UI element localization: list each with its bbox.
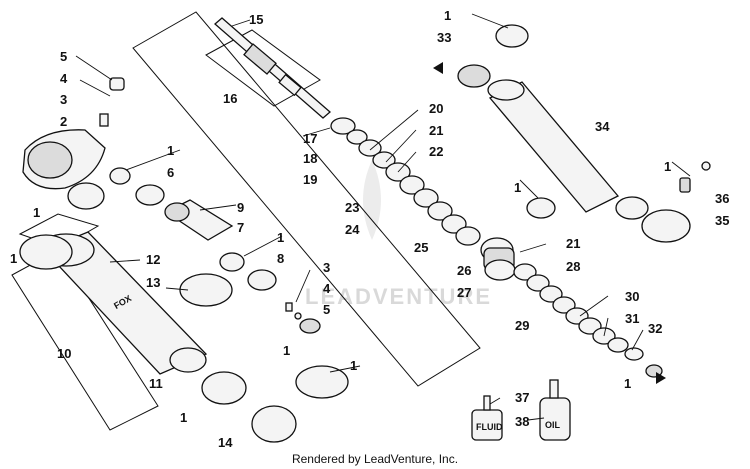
callout-21-upper: 21 [429, 123, 443, 138]
bottom-parts-11-14 [169, 347, 349, 443]
callout-1-right: 1 [664, 159, 671, 174]
callout-2: 2 [60, 114, 67, 129]
callout-36: 36 [715, 191, 729, 206]
callout-15: 15 [249, 12, 263, 27]
callout-1-far-left: 1 [10, 251, 17, 266]
callout-1-lower-b: 1 [350, 358, 357, 373]
callout-4-lower: 4 [323, 281, 331, 296]
callout-19: 19 [303, 172, 317, 187]
callout-28: 28 [566, 259, 580, 274]
callout-4-upper: 4 [60, 71, 68, 86]
callout-11: 11 [149, 376, 163, 391]
eyelet-parts-2-6 [22, 77, 165, 210]
callout-12: 12 [146, 252, 160, 267]
fluid-bottle-part-37: FLUID [471, 395, 503, 441]
callout-35: 35 [715, 213, 729, 228]
callout-1-lower-c: 1 [180, 410, 187, 425]
callout-3-lower: 3 [323, 260, 330, 275]
callout-6: 6 [167, 165, 174, 180]
callout-21-lower: 21 [566, 236, 580, 251]
footer-credit: Rendered by LeadVenture, Inc. [291, 452, 459, 466]
callout-3-upper: 3 [60, 92, 67, 107]
callout-1-bottom-right: 1 [624, 376, 631, 391]
shaft-assembly-part-15 [214, 17, 331, 119]
callout-16: 16 [223, 91, 237, 106]
piston-parts-26-27 [480, 197, 556, 281]
callout-14: 14 [218, 435, 233, 450]
shim-stack-parts-28-32 [513, 263, 663, 378]
callout-23: 23 [345, 200, 359, 215]
callout-18: 18 [303, 151, 317, 166]
callout-38: 38 [515, 414, 529, 429]
callout-22: 22 [429, 144, 443, 159]
fluid-bottle-label: FLUID [476, 422, 503, 432]
callout-33: 33 [437, 30, 451, 45]
callout-26: 26 [457, 263, 471, 278]
leader-lines [75, 13, 691, 421]
oil-bottle-label: OIL [545, 420, 561, 430]
callout-1-left-mid: 1 [33, 205, 40, 220]
callout-1-left-upper: 1 [167, 143, 174, 158]
callout-32: 32 [648, 321, 662, 336]
piston-ring-part-1 [526, 197, 556, 219]
shaft-group-frame [132, 11, 481, 387]
callout-13: 13 [146, 275, 160, 290]
callout-1-mid-right: 1 [514, 180, 521, 195]
callout-7: 7 [237, 220, 244, 235]
callout-9: 9 [237, 200, 244, 215]
callout-30: 30 [625, 289, 639, 304]
callout-29: 29 [515, 318, 529, 333]
arrow-marker-icon [433, 62, 443, 74]
bearing-parts-7-8-9 [164, 199, 277, 291]
callout-1-mid: 1 [277, 230, 284, 245]
callout-10: 10 [57, 346, 71, 361]
callout-5-lower: 5 [323, 302, 330, 317]
callout-5-upper: 5 [60, 49, 67, 64]
callout-1-top: 1 [444, 8, 451, 23]
arrow-marker-icon [656, 372, 666, 384]
callout-34: 34 [595, 119, 610, 134]
callout-17: 17 [303, 131, 317, 146]
callout-20: 20 [429, 101, 443, 116]
callout-8: 8 [277, 251, 284, 266]
valve-parts-3-4-5 [285, 302, 321, 334]
callout-24: 24 [345, 222, 360, 237]
callout-25: 25 [414, 240, 428, 255]
watermark-flame-icon [363, 160, 381, 240]
callout-1-lower-a: 1 [283, 343, 290, 358]
oil-bottle-part-38: OIL [539, 379, 571, 441]
reservoir-parts-33-34-35 [457, 24, 711, 243]
callout-37: 37 [515, 390, 529, 405]
shock-body-part-12: FOX [19, 231, 233, 375]
shim-stack-parts-17-25 [330, 117, 481, 246]
callout-27: 27 [457, 285, 471, 300]
callout-31: 31 [625, 311, 639, 326]
